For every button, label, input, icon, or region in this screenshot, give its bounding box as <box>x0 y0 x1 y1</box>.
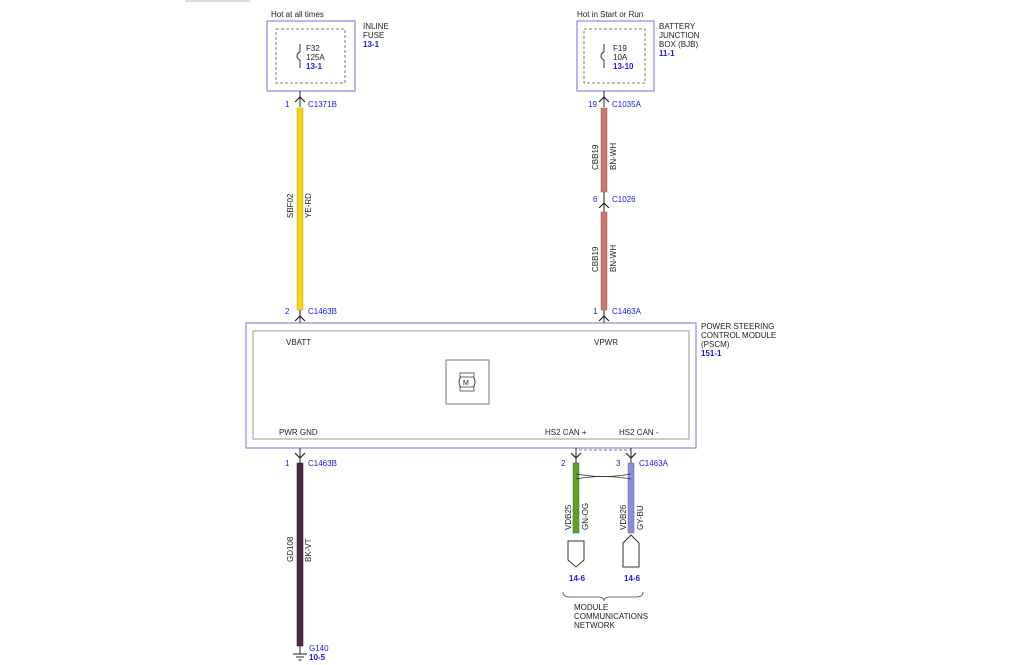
inline-fuse-name: F32 <box>306 44 320 53</box>
connector-can-minus-icon <box>625 452 637 459</box>
pscm-can-plus-label: HS2 CAN + <box>545 428 587 437</box>
bjb-fuse-box <box>576 20 655 92</box>
bjb-fuse-ref: 13-10 <box>613 62 634 71</box>
network-label-1: MODULE <box>574 603 608 612</box>
inline-fuse-inner-box <box>275 28 346 84</box>
wire-sbf02-color: YE-RD <box>304 193 313 218</box>
pscm-vpwr-label: VPWR <box>594 338 618 347</box>
pscm-can-minus-label: HS2 CAN - <box>619 428 659 437</box>
bjb-fuse-name: F19 <box>613 44 627 53</box>
pscm-ref: 151-1 <box>701 349 722 358</box>
pscm-bottom-can-plus-pin: 2 <box>561 459 566 468</box>
pscm-bottom-gnd-connector: C1463B <box>308 459 337 468</box>
ground-ref: 10-5 <box>309 653 326 662</box>
wire-vdb25-circuit: VDB25 <box>564 504 573 530</box>
pscm-bottom-can-minus-pin: 3 <box>616 459 621 468</box>
pscm-top-left-pin: 2 <box>285 307 290 316</box>
inline-fuse-box-label-1: INLINE <box>363 22 389 31</box>
bjb-fuse-inner-box <box>583 28 646 84</box>
wire-vdb26 <box>627 462 635 534</box>
ground-name: G140 <box>309 644 329 653</box>
wire-gd108 <box>296 462 304 647</box>
connector-can-plus-icon <box>570 452 582 459</box>
pscm-label-3: (PSCM) <box>701 340 730 349</box>
bjb-fuse-connector: C1035A <box>612 100 642 109</box>
wire-vdb25-ref: 14-6 <box>569 574 586 583</box>
pscm-top-left-connector: C1463B <box>308 307 337 316</box>
pscm-top-right-connector: C1463A <box>612 307 642 316</box>
wire-vdb26-circuit: VDB26 <box>619 504 628 530</box>
network-label-3: NETWORK <box>574 621 616 630</box>
inline-fuse-connector: C1371B <box>308 100 337 109</box>
wire-cbb19-top-circuit: CBB19 <box>591 144 600 170</box>
pscm-label-1: POWER STEERING <box>701 322 774 331</box>
pscm-bottom-can-minus-connector: C1463A <box>639 459 669 468</box>
wire-vdb25-color: GN-OG <box>581 503 590 530</box>
inline-fuse-rating: 125A <box>306 53 325 62</box>
can-minus-arrow-icon <box>622 534 640 568</box>
wire-vdb26-color: GY-BU <box>636 505 645 530</box>
motor-letter: M <box>463 380 469 387</box>
bjb-fuse-symbol-icon <box>600 44 605 68</box>
wire-gd108-circuit: GD108 <box>286 536 295 562</box>
wire-vdb26-ref: 14-6 <box>624 574 641 583</box>
bjb-fuse-rating: 10A <box>613 53 628 62</box>
wire-cbb19-bottom-color: BN-WH <box>609 245 618 272</box>
wire-gd108-color: BK-VT <box>304 538 313 562</box>
wire-vdb25 <box>572 462 580 534</box>
inline-connector-name: C1026 <box>612 195 636 204</box>
inline-fuse-box-ref: 13-1 <box>363 40 380 49</box>
motor-icon: M <box>445 359 490 405</box>
bjb-box-label-1: BATTERY <box>659 22 696 31</box>
pscm-top-right-pin: 1 <box>593 307 598 316</box>
ground-icon <box>293 646 307 661</box>
network-brace <box>562 591 644 602</box>
connector-group-dashed <box>575 449 632 452</box>
bjb-box-label-3: BOX (BJB) <box>659 40 698 49</box>
pscm-bottom-gnd-pin: 1 <box>285 459 290 468</box>
bjb-fuse-pin: 19 <box>588 100 597 109</box>
pscm-vbatt-label: VBATT <box>286 338 311 347</box>
inline-connector-pin: 6 <box>593 195 598 204</box>
twisted-pair-mark <box>575 476 632 480</box>
wire-cbb19-top <box>600 107 608 193</box>
wire-cbb19-bottom-circuit: CBB19 <box>591 246 600 272</box>
pscm-pwr-gnd-label: PWR GND <box>279 428 318 437</box>
network-label-2: COMMUNICATIONS <box>574 612 648 621</box>
wire-sbf02 <box>296 107 304 311</box>
bjb-box-ref: 11-1 <box>659 49 675 58</box>
can-plus-arrow-icon <box>567 540 585 568</box>
inline-fuse-hot-label: Hot at all times <box>271 10 324 19</box>
wire-cbb19-top-color: BN-WH <box>609 143 618 170</box>
inline-fuse-symbol-icon <box>296 44 301 68</box>
bjb-box-label-2: JUNCTION <box>659 31 700 40</box>
wire-sbf02-circuit: SBF02 <box>286 193 295 218</box>
bjb-fuse-hot-label: Hot in Start or Run <box>577 10 643 19</box>
inline-fuse-box <box>266 20 356 92</box>
connector-c1463b-bottom-icon <box>294 452 306 459</box>
inline-fuse-pin: 1 <box>285 100 290 109</box>
pscm-label-2: CONTROL MODULE <box>701 331 776 340</box>
inline-fuse-ref: 13-1 <box>306 62 323 71</box>
wire-cbb19-bottom <box>600 211 608 311</box>
inline-fuse-box-label-2: FUSE <box>363 31 384 40</box>
